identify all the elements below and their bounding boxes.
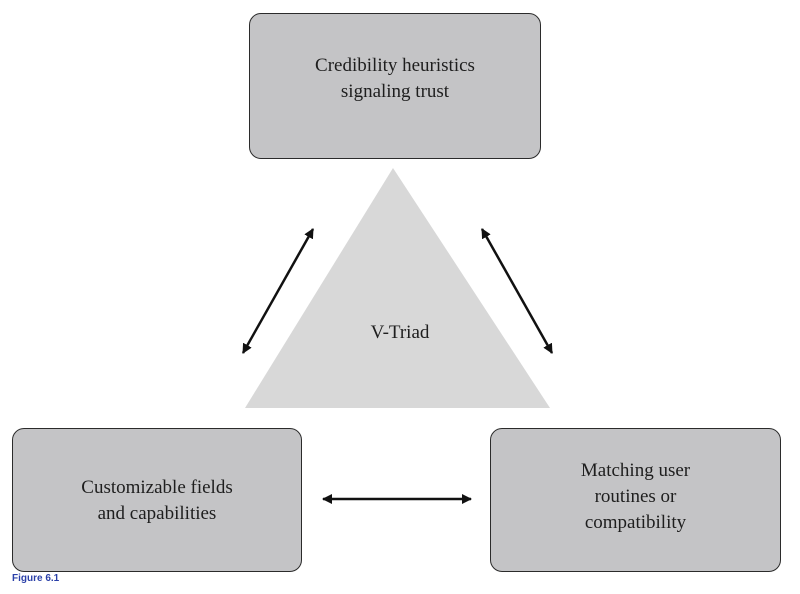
figure-caption: Figure 6.1 bbox=[12, 573, 60, 584]
arrow-top-right bbox=[480, 228, 554, 354]
matching-user-routines-box: Matching user routines or compatibility bbox=[490, 428, 781, 572]
matching-user-routines-label: Matching user routines or compatibility bbox=[580, 460, 691, 533]
arrow-top-left bbox=[241, 228, 315, 354]
center-triangle bbox=[245, 168, 550, 408]
v-triad-label: V-Triad bbox=[370, 322, 430, 343]
credibility-heuristics-box: Credibility heuristics signaling trust bbox=[249, 13, 541, 159]
credibility-heuristics-label: Credibility heuristics signaling trust bbox=[315, 55, 475, 102]
customizable-fields-label: Customizable fields and capabilities bbox=[81, 477, 233, 524]
customizable-fields-box: Customizable fields and capabilities bbox=[12, 428, 302, 572]
